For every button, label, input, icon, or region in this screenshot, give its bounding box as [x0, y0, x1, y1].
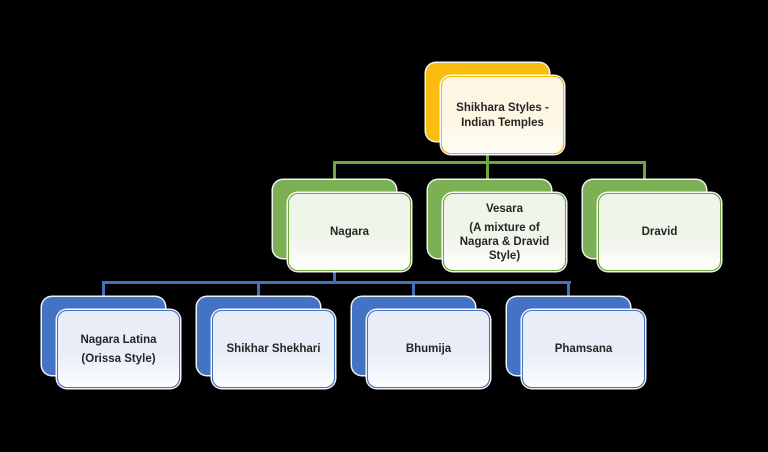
- connector-level2-bus: [333, 161, 646, 164]
- node-label-line: Nagara Latina: [80, 333, 157, 346]
- node-label-line: Indian Temples: [461, 116, 544, 129]
- connector-drop-bhumija: [412, 281, 415, 299]
- connector-root-stem: [486, 152, 489, 183]
- node-label-line: Shikhar Shekhari: [226, 343, 321, 355]
- node-front-card: Shikhara Styles - Indian Temples: [441, 76, 564, 154]
- node-label-line: Shikhara Styles -: [456, 101, 549, 114]
- node-nagara-latina: Nagara Latina (Orissa Style): [42, 297, 180, 388]
- connector-drop-phamsana: [567, 281, 570, 299]
- node-phamsana: Phamsana: [507, 297, 645, 388]
- node-dravid: Dravid: [583, 180, 721, 271]
- node-label-line: Bhumija: [405, 343, 452, 355]
- connector-drop-nagara-latina: [102, 281, 105, 299]
- connector-nagara-stem: [333, 269, 336, 283]
- connector-drop-shikhar-shekhari: [257, 281, 260, 299]
- node-front-card: Shikhar Shekhari: [212, 310, 335, 388]
- node-front-card: Dravid: [598, 193, 721, 271]
- node-label-line: Vesara: [485, 202, 524, 215]
- node-bhumija: Bhumija: [352, 297, 490, 388]
- node-vesara: Vesara (A mixture of Nagara & Dravid Sty…: [428, 180, 566, 271]
- node-nagara: Nagara: [273, 180, 411, 271]
- node-label-line: Phamsana: [554, 343, 613, 355]
- connector-drop-dravid: [643, 161, 646, 182]
- node-front-card: Phamsana: [522, 310, 645, 388]
- node-front-card: Nagara: [288, 193, 411, 271]
- node-front-card: Bhumija: [367, 310, 490, 388]
- node-front-card: Nagara Latina (Orissa Style): [57, 310, 180, 388]
- node-shikhara-styles: Shikhara Styles - Indian Temples: [426, 63, 564, 154]
- node-front-card: Vesara (A mixture of Nagara & Dravid Sty…: [443, 193, 566, 271]
- connector-drop-nagara: [333, 161, 336, 182]
- node-label-line: Dravid: [641, 226, 678, 238]
- node-label-line: (A mixture of Nagara & Dravid Style): [459, 221, 550, 262]
- node-label-line: Nagara: [330, 226, 369, 238]
- node-label-line: (Orissa Style): [81, 352, 156, 365]
- connector-level3-bus: [102, 281, 571, 284]
- node-shikhar-shekhari: Shikhar Shekhari: [197, 297, 335, 388]
